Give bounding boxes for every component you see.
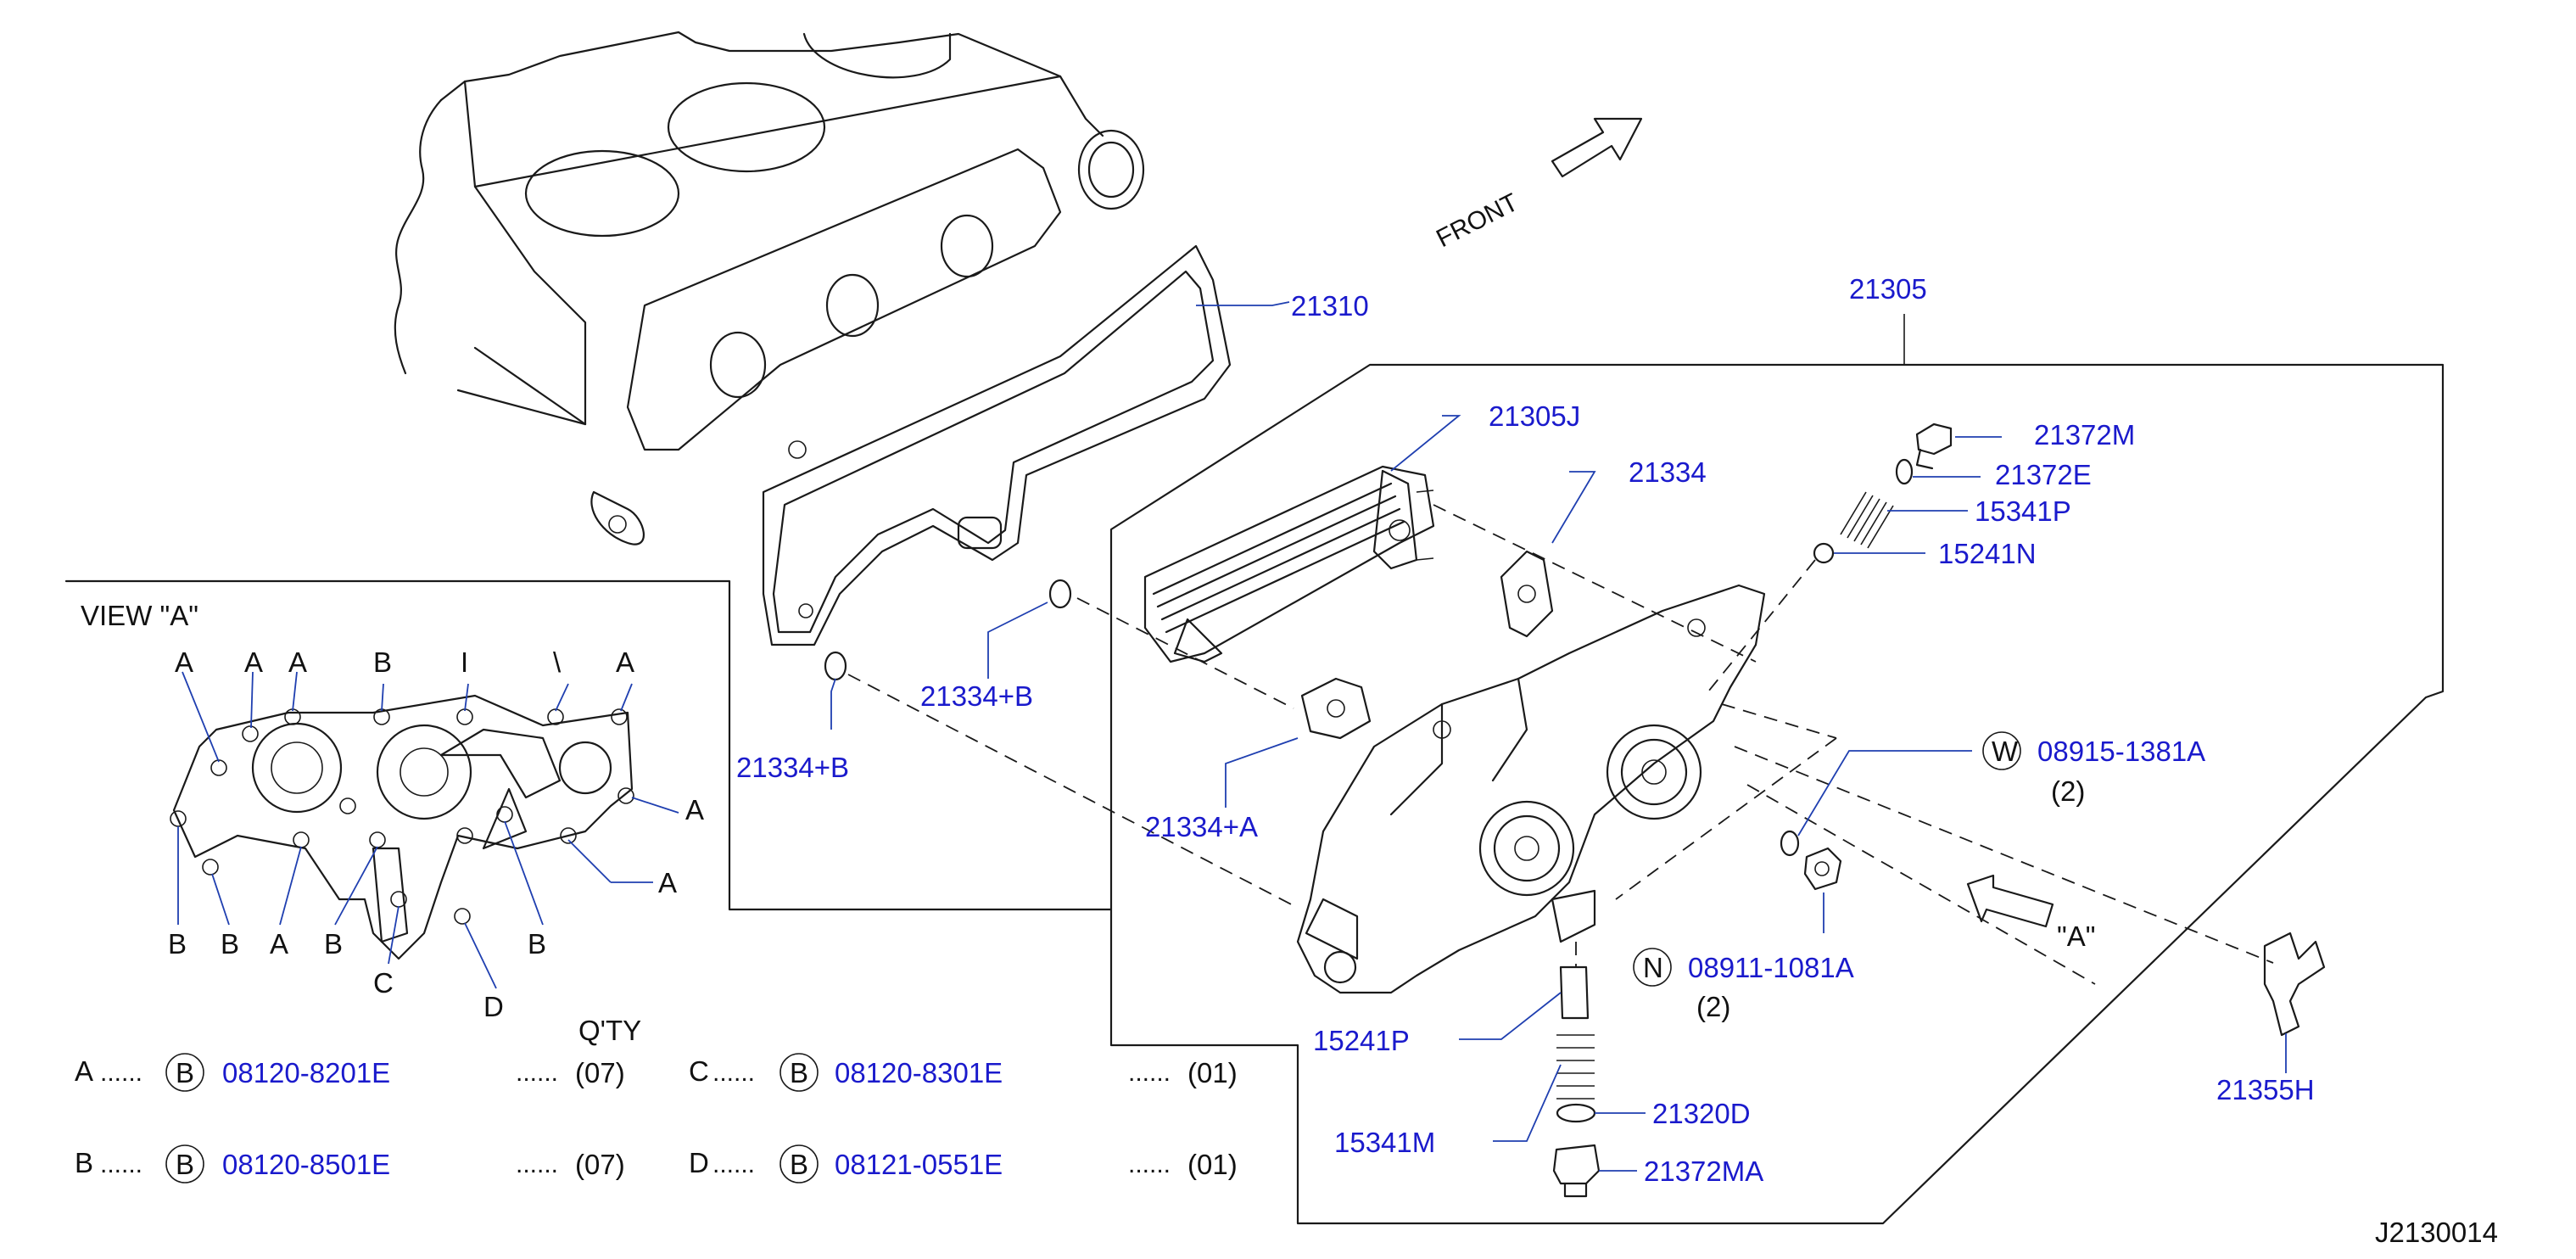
view-a-letter-top-7: A bbox=[616, 646, 634, 678]
spring-15341M bbox=[1556, 1034, 1595, 1100]
bolt-qty: (01) bbox=[1187, 1149, 1238, 1180]
callout-21372E: 21372E bbox=[1995, 459, 2092, 490]
nut-08911 bbox=[1803, 847, 1842, 891]
bolt-qty-dots: ...... bbox=[516, 1059, 558, 1087]
gasket-21334-b bbox=[824, 579, 1072, 681]
spring-15341P bbox=[1840, 491, 1894, 549]
qty-header: Q'TY bbox=[578, 1015, 641, 1046]
view-a-letter-top-2: A bbox=[244, 646, 263, 678]
bolt-dots: ...... bbox=[100, 1059, 142, 1087]
plunger-15241P bbox=[1559, 965, 1590, 1020]
callout-08911-1081A: 08911-1081A bbox=[1688, 952, 1854, 983]
view-a-inset: VIEW "A" bbox=[64, 579, 1113, 1022]
gasket-21334 bbox=[1500, 550, 1554, 638]
callout-15341M: 15341M bbox=[1334, 1127, 1435, 1158]
bolt-qty: (01) bbox=[1187, 1057, 1238, 1088]
callout-21334-a: 21334+A bbox=[1145, 811, 1258, 842]
view-a-letter-right-2: A bbox=[658, 867, 677, 898]
bolt-part-number: 08120-8501E bbox=[222, 1149, 390, 1180]
gasket-21334-a bbox=[1300, 677, 1372, 740]
assembly-axis-lines bbox=[847, 504, 2274, 985]
bolt-row-d: D ...... B 08121-0551E ...... (01) bbox=[689, 1144, 1238, 1183]
callout-21334-b-lower: 21334+B bbox=[736, 752, 849, 783]
plug-21372M bbox=[1915, 422, 1953, 470]
callout-08911-group: N 08911-1081A (2) bbox=[1633, 948, 1854, 1022]
callout-08911-qty: (2) bbox=[1696, 991, 1730, 1022]
bolt-letter: C bbox=[689, 1055, 709, 1087]
view-a-letter-right-1: A bbox=[685, 794, 704, 825]
view-a-letter-top-5: I bbox=[461, 646, 468, 678]
bolt-part-number: 08121-0551E bbox=[835, 1149, 1003, 1180]
callout-21372MA: 21372MA bbox=[1644, 1155, 1763, 1187]
callout-15341P: 15341P bbox=[1975, 495, 2071, 527]
diagram-id: J2130014 bbox=[2375, 1217, 2498, 1248]
bolt-symbol: B bbox=[790, 1149, 808, 1180]
callout-08915-group: W 08915-1381A (2) bbox=[1982, 731, 2205, 807]
bolt-qty-dots: ...... bbox=[1128, 1059, 1171, 1087]
bolt-row-c: C ...... B 08120-8301E ...... (01) bbox=[689, 1053, 1238, 1092]
callout-21372M: 21372M bbox=[2034, 419, 2135, 450]
callout-21334-b-upper: 21334+B bbox=[920, 680, 1033, 712]
callout-leaders bbox=[830, 301, 2287, 1172]
view-a-letter-bottom-5: C bbox=[373, 967, 394, 999]
assembly-21305-boundary bbox=[1109, 314, 2445, 1225]
view-a-letter-top-6: \ bbox=[553, 646, 562, 678]
callout-08915-1381A: 08915-1381A bbox=[2037, 736, 2205, 767]
bolt-table: Q'TY A ...... B 08120-8201E ...... (07) … bbox=[75, 1015, 1238, 1183]
callout-21305J: 21305J bbox=[1489, 400, 1580, 432]
view-a-letter-bottom-1: B bbox=[168, 928, 187, 960]
bolt-qty: (07) bbox=[575, 1057, 625, 1088]
view-a-letter-top-1: A bbox=[175, 646, 193, 678]
view-a-letter-bottom-7: B bbox=[528, 928, 546, 960]
callout-21320D: 21320D bbox=[1652, 1098, 1751, 1129]
bolt-symbol: B bbox=[790, 1057, 808, 1088]
bolt-row-b: B ...... B 08120-8501E ...... (07) bbox=[75, 1144, 625, 1183]
bolt-dots: ...... bbox=[712, 1150, 755, 1178]
bracket-21355H bbox=[2263, 932, 2326, 1037]
callout-15241P: 15241P bbox=[1313, 1025, 1410, 1056]
bolt-part-number: 08120-8301E bbox=[835, 1057, 1003, 1088]
bolt-dots: ...... bbox=[100, 1150, 142, 1178]
bolt-row-a: A ...... B 08120-8201E ...... (07) bbox=[75, 1053, 625, 1092]
bolt-letter: B bbox=[75, 1147, 93, 1178]
bolt-letter: A bbox=[75, 1055, 93, 1087]
bolt-symbol: B bbox=[176, 1057, 194, 1088]
callout-21334: 21334 bbox=[1629, 456, 1707, 488]
bolt-part-number: 08120-8201E bbox=[222, 1057, 390, 1088]
oil-cooler-21305J bbox=[1143, 465, 1435, 663]
engine-block bbox=[394, 31, 1145, 546]
view-a-arrow-icon bbox=[1966, 874, 2054, 928]
view-a-letter-bottom-3: A bbox=[270, 928, 288, 960]
w-symbol: W bbox=[1992, 736, 2019, 767]
view-a-letter-bottom-6: D bbox=[483, 991, 504, 1022]
callout-21310: 21310 bbox=[1291, 290, 1369, 322]
bolt-dots: ...... bbox=[712, 1059, 755, 1087]
n-symbol: N bbox=[1643, 952, 1663, 983]
bolt-letter: D bbox=[689, 1147, 709, 1178]
washer-21372E bbox=[1895, 458, 1914, 485]
plug-21372MA bbox=[1552, 1144, 1601, 1198]
bolt-qty-dots: ...... bbox=[1128, 1150, 1171, 1178]
bolt-qty-dots: ...... bbox=[516, 1150, 558, 1178]
washer-21320D bbox=[1556, 1103, 1596, 1123]
view-a-letter-bottom-2: B bbox=[221, 928, 239, 960]
view-a-letter-top-4: B bbox=[373, 646, 392, 678]
callout-21355H: 21355H bbox=[2216, 1074, 2315, 1105]
view-a-letter-top-3: A bbox=[288, 646, 307, 678]
front-label: FRONT bbox=[1432, 188, 1523, 253]
front-arrow-icon: FRONT bbox=[1432, 117, 1643, 253]
callout-08915-qty: (2) bbox=[2051, 775, 2085, 807]
gasket-21310 bbox=[762, 244, 1232, 646]
bolt-qty: (07) bbox=[575, 1149, 625, 1180]
washer-08915 bbox=[1780, 830, 1800, 857]
bolt-symbol: B bbox=[176, 1149, 194, 1180]
view-a-letter-bottom-4: B bbox=[324, 928, 343, 960]
callout-21305: 21305 bbox=[1849, 273, 1927, 305]
callout-15241N: 15241N bbox=[1938, 538, 2037, 569]
oil-cooler-housing bbox=[1296, 584, 1766, 994]
view-a-arrow-label: "A" bbox=[2057, 920, 2095, 952]
ball-15241N bbox=[1813, 542, 1835, 564]
view-a-title: VIEW "A" bbox=[81, 600, 198, 631]
